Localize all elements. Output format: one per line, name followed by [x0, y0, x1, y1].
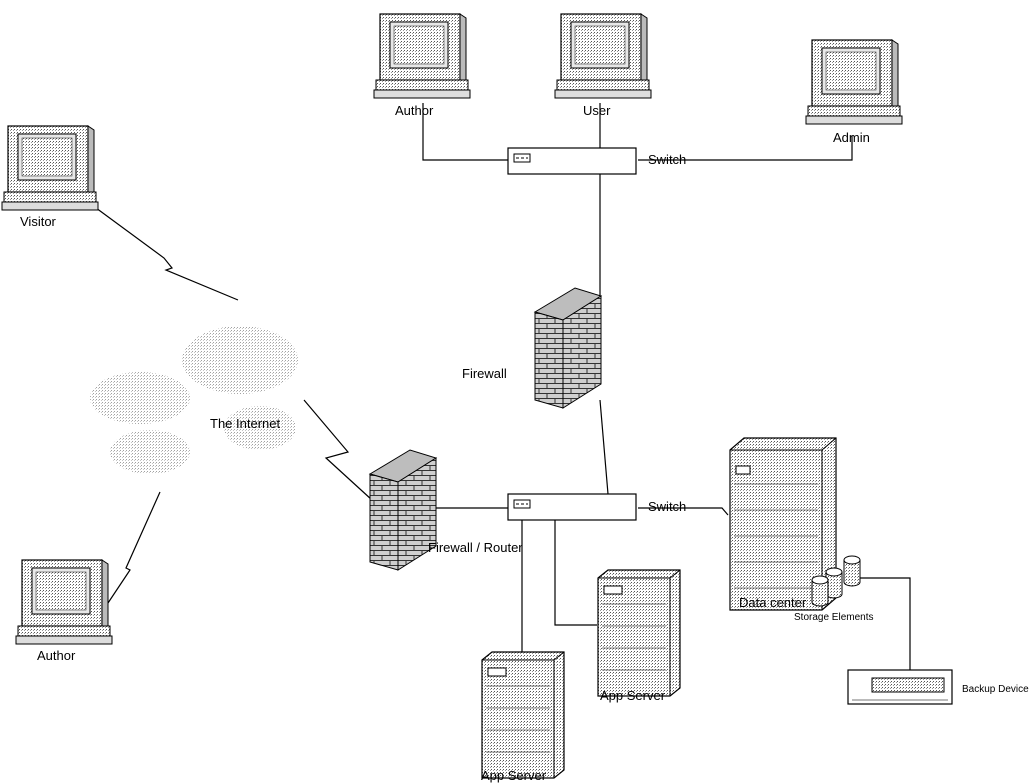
- storage-to-backup-line: [858, 578, 910, 670]
- workstation-icon: [555, 14, 651, 98]
- workstation-icon: [2, 126, 98, 210]
- internet-cloud[interactable]: The Internet: [90, 326, 298, 474]
- app-server-bottom-label: App Server: [481, 768, 547, 783]
- firewall[interactable]: Firewall: [462, 288, 601, 408]
- visitor-label: Visitor: [20, 214, 57, 229]
- workstation-visitor[interactable]: Visitor: [2, 126, 98, 229]
- app-server-right-label: App Server: [600, 688, 666, 703]
- workstation-admin[interactable]: Admin: [806, 40, 902, 145]
- storage-label: Storage Elements: [794, 612, 874, 623]
- switch-top-label: Switch: [648, 152, 686, 167]
- workstation-icon: [16, 560, 112, 644]
- workstation-author-left[interactable]: Author: [16, 560, 112, 663]
- author-to-switch-line: [423, 103, 508, 160]
- firewall-router-label: Firewall / Router: [428, 540, 523, 555]
- switch-to-appserver-right-line: [555, 520, 597, 625]
- workstation-icon: [374, 14, 470, 98]
- disk-cylinder-icon: [844, 556, 860, 586]
- disk-cylinder-icon: [812, 576, 828, 606]
- app-server-right[interactable]: App Server: [598, 570, 680, 703]
- backup-label: Backup Device: [962, 684, 1029, 695]
- switch-bottom[interactable]: Switch: [508, 494, 686, 520]
- app-server-bottom[interactable]: App Server: [481, 652, 564, 783]
- visitor-internet-link: [92, 205, 238, 300]
- data-center-label: Data center: [739, 595, 807, 610]
- firewall-to-switch-line: [600, 400, 608, 494]
- workstation-user[interactable]: User: [555, 14, 651, 118]
- firewall-label: Firewall: [462, 366, 507, 381]
- switch-bottom-label: Switch: [648, 499, 686, 514]
- admin-label: Admin: [833, 130, 870, 145]
- brick-wall-firewall-icon: [370, 450, 436, 570]
- workstation-author-top[interactable]: Author: [374, 14, 470, 118]
- author-top-label: Author: [395, 103, 434, 118]
- backup-device[interactable]: Backup Device: [848, 670, 1029, 704]
- user-label: User: [583, 103, 611, 118]
- internet-cloud-icon: [90, 326, 298, 474]
- server-tower-icon: [482, 652, 564, 778]
- network-switch-icon: [508, 494, 636, 520]
- author-internet-link: [100, 492, 160, 615]
- author-left-label: Author: [37, 648, 76, 663]
- internet-label: The Internet: [210, 416, 280, 431]
- internet-router-link: [304, 400, 372, 500]
- switch-top[interactable]: Switch: [508, 148, 686, 174]
- workstation-icon: [806, 40, 902, 124]
- network-switch-icon: [508, 148, 636, 174]
- server-tower-icon: [598, 570, 680, 696]
- brick-wall-firewall-icon: [535, 288, 601, 408]
- tape-drive-icon: [848, 670, 952, 704]
- firewall-router[interactable]: Firewall / Router: [370, 450, 523, 570]
